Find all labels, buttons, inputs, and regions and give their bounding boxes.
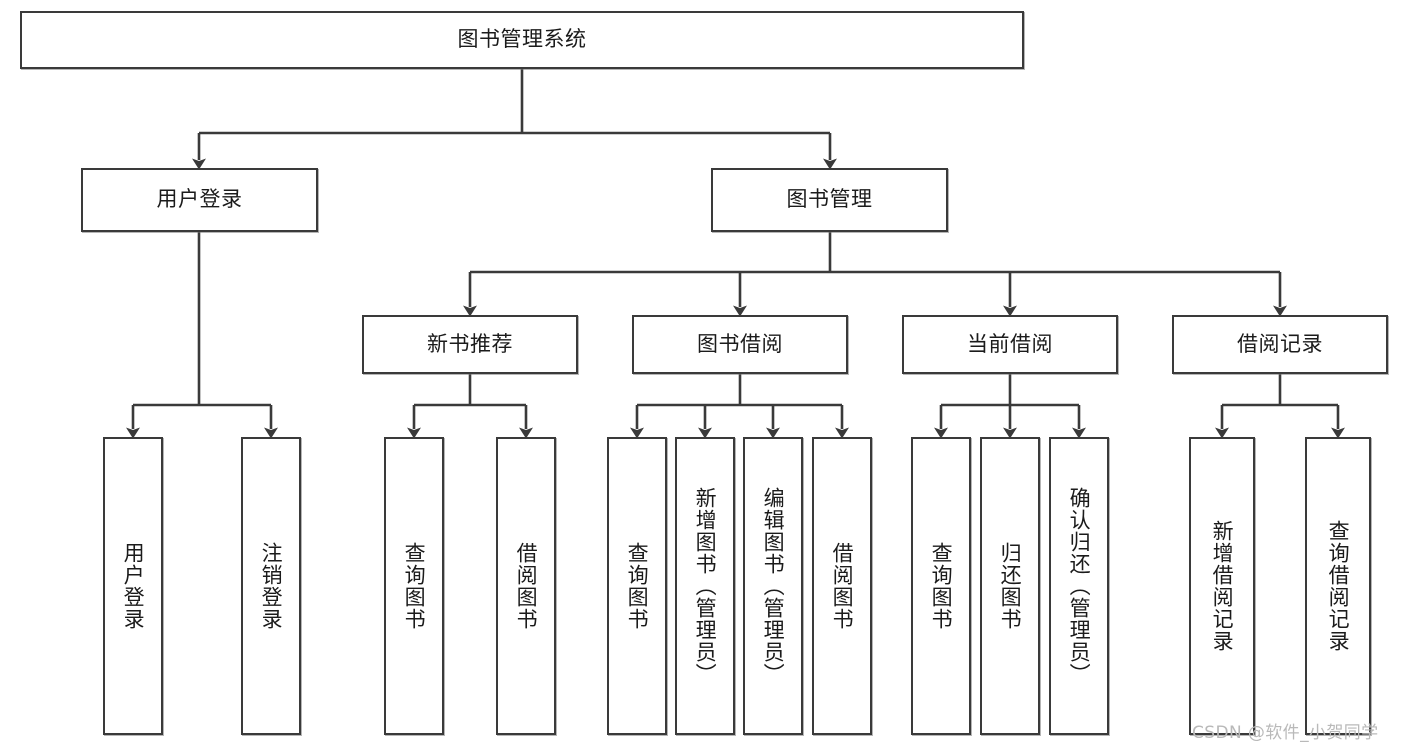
node-leaf-borrow-book-2[interactable]: 借阅图书 <box>812 437 872 735</box>
node-leaf-return-book-label: 归还图书 <box>998 542 1023 630</box>
node-leaf-query-record[interactable]: 查询借阅记录 <box>1305 437 1371 735</box>
node-leaf-query-book-2[interactable]: 查询图书 <box>607 437 667 735</box>
node-leaf-user-login[interactable]: 用户登录 <box>103 437 163 735</box>
node-leaf-add-record[interactable]: 新增借阅记录 <box>1189 437 1255 735</box>
node-leaf-logout-login[interactable]: 注销登录 <box>241 437 301 735</box>
node-leaf-add-book[interactable]: 新增图书（管理员） <box>675 437 735 735</box>
node-new-book-rec[interactable]: 新书推荐 <box>362 315 578 374</box>
node-leaf-borrow-book-1[interactable]: 借阅图书 <box>496 437 556 735</box>
node-leaf-borrow-book-2-label: 借阅图书 <box>830 542 855 630</box>
node-leaf-user-login-label: 用户登录 <box>121 542 146 630</box>
node-leaf-query-book-3-label: 查询图书 <box>929 542 954 630</box>
node-book-borrow[interactable]: 图书借阅 <box>632 315 848 374</box>
node-book-manage-label: 图书管理 <box>786 187 873 212</box>
node-leaf-query-book-1-label: 查询图书 <box>402 542 427 630</box>
node-leaf-query-book-1[interactable]: 查询图书 <box>384 437 444 735</box>
node-current-borrow[interactable]: 当前借阅 <box>902 315 1118 374</box>
node-root-label: 图书管理系统 <box>457 27 587 52</box>
node-borrow-record-label: 借阅记录 <box>1237 331 1323 356</box>
node-leaf-add-record-label: 新增借阅记录 <box>1210 520 1235 652</box>
node-leaf-edit-book[interactable]: 编辑图书（管理员） <box>743 437 803 735</box>
node-leaf-confirm-return[interactable]: 确认归还（管理员） <box>1049 437 1109 735</box>
node-book-manage[interactable]: 图书管理 <box>711 168 948 232</box>
node-book-borrow-label: 图书借阅 <box>697 331 783 356</box>
node-leaf-logout-login-label: 注销登录 <box>259 542 284 630</box>
node-leaf-confirm-return-label: 确认归还（管理员） <box>1067 487 1092 685</box>
node-leaf-query-book-2-label: 查询图书 <box>625 542 650 630</box>
node-root[interactable]: 图书管理系统 <box>20 11 1024 69</box>
node-new-book-rec-label: 新书推荐 <box>427 331 513 356</box>
node-user-login-label: 用户登录 <box>156 187 243 212</box>
node-leaf-query-book-3[interactable]: 查询图书 <box>911 437 971 735</box>
node-leaf-edit-book-label: 编辑图书（管理员） <box>761 487 786 685</box>
watermark: CSDN @软件_小贺同学 <box>1192 723 1379 743</box>
node-user-login[interactable]: 用户登录 <box>81 168 318 232</box>
node-current-borrow-label: 当前借阅 <box>967 331 1053 356</box>
node-leaf-borrow-book-1-label: 借阅图书 <box>514 542 539 630</box>
node-leaf-add-book-label: 新增图书（管理员） <box>693 487 718 685</box>
node-leaf-query-record-label: 查询借阅记录 <box>1326 520 1351 652</box>
node-leaf-return-book[interactable]: 归还图书 <box>980 437 1040 735</box>
node-borrow-record[interactable]: 借阅记录 <box>1172 315 1388 374</box>
